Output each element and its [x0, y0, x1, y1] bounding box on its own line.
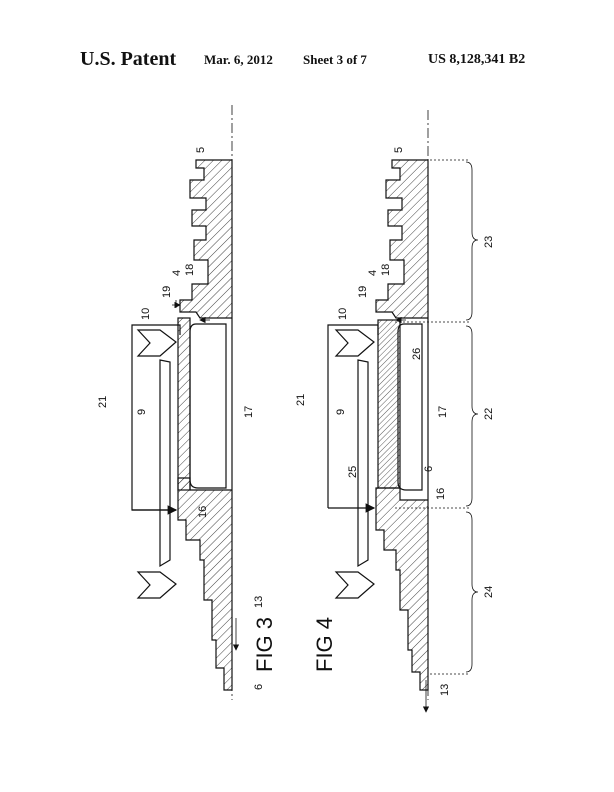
fig4-label: FIG 4	[312, 617, 337, 672]
fig4-ref-25: 25	[347, 466, 359, 478]
fig4-ref-10: 10	[337, 308, 349, 320]
patent-number: US 8,128,341 B2	[428, 52, 526, 67]
fig3-ref-19: 19	[161, 286, 173, 298]
fig3-ref-9: 9	[136, 409, 148, 415]
fig4-ref-26: 26	[411, 348, 423, 360]
fig3-ref-17: 17	[243, 406, 255, 418]
fig3-rotor-body	[177, 159, 233, 691]
patent-date: Mar. 6, 2012	[204, 52, 273, 67]
fig4-nozzle-10	[334, 329, 375, 357]
fig4-nozzle-lower	[334, 571, 375, 599]
fig3-frame-21	[131, 324, 181, 511]
fig4-ref-13: 13	[439, 684, 451, 696]
fig3-ref-16: 16	[197, 506, 209, 518]
fig3-ref-10: 10	[140, 308, 152, 320]
fig3-ref-18: 18	[184, 264, 196, 276]
fig4-ref-21: 21	[295, 394, 307, 406]
fig4-ref-22: 22	[483, 408, 495, 420]
fig4-ref-16: 16	[435, 488, 447, 500]
fig4-brace-24	[465, 511, 479, 673]
fig4-insert-region	[377, 319, 401, 489]
fig4-ref-24: 24	[483, 586, 495, 598]
fig4-ref-17: 17	[437, 406, 449, 418]
fig4-cavity	[397, 323, 423, 491]
fig4-ref-5: 5	[393, 147, 405, 153]
fig3-ref-13: 13	[253, 596, 265, 608]
figure-3: FIG 3 5 4 18 19 10 21 9 17 16 13 6	[97, 105, 277, 700]
fig3-blade	[159, 359, 171, 568]
fig3-ref-5: 5	[195, 147, 207, 153]
fig3-nozzle-lower	[136, 571, 177, 599]
sheet-number: Sheet 3 of 7	[303, 52, 367, 67]
fig4-ref-6: 6	[423, 466, 435, 472]
fig3-nozzle-10	[136, 329, 177, 357]
fig4-brace-22	[465, 325, 479, 507]
fig4-ref-23: 23	[483, 236, 495, 248]
fig3-ref-4: 4	[171, 270, 183, 276]
fig4-frame-21	[327, 324, 379, 508]
patent-title: U.S. Patent	[80, 48, 177, 70]
fig3-ref-6: 6	[253, 684, 265, 690]
figure-4: FIG 4 5 23 4 18 19 10 26 21 9 17 22 6 25…	[295, 110, 495, 713]
fig3-ref-21: 21	[97, 396, 109, 408]
fig4-brace-23	[465, 161, 479, 321]
fig4-ref-18: 18	[380, 264, 392, 276]
fig4-blade	[357, 359, 369, 568]
fig3-wall-strip	[177, 317, 191, 491]
fig3-cavity	[189, 323, 227, 489]
fig4-ref-9: 9	[335, 409, 347, 415]
fig3-arrow-19	[172, 300, 180, 308]
fig4-ref-19: 19	[357, 286, 369, 298]
fig3-label: FIG 3	[252, 617, 277, 672]
fig4-ref-4: 4	[367, 270, 379, 276]
fig4-rotor-body	[375, 159, 429, 691]
